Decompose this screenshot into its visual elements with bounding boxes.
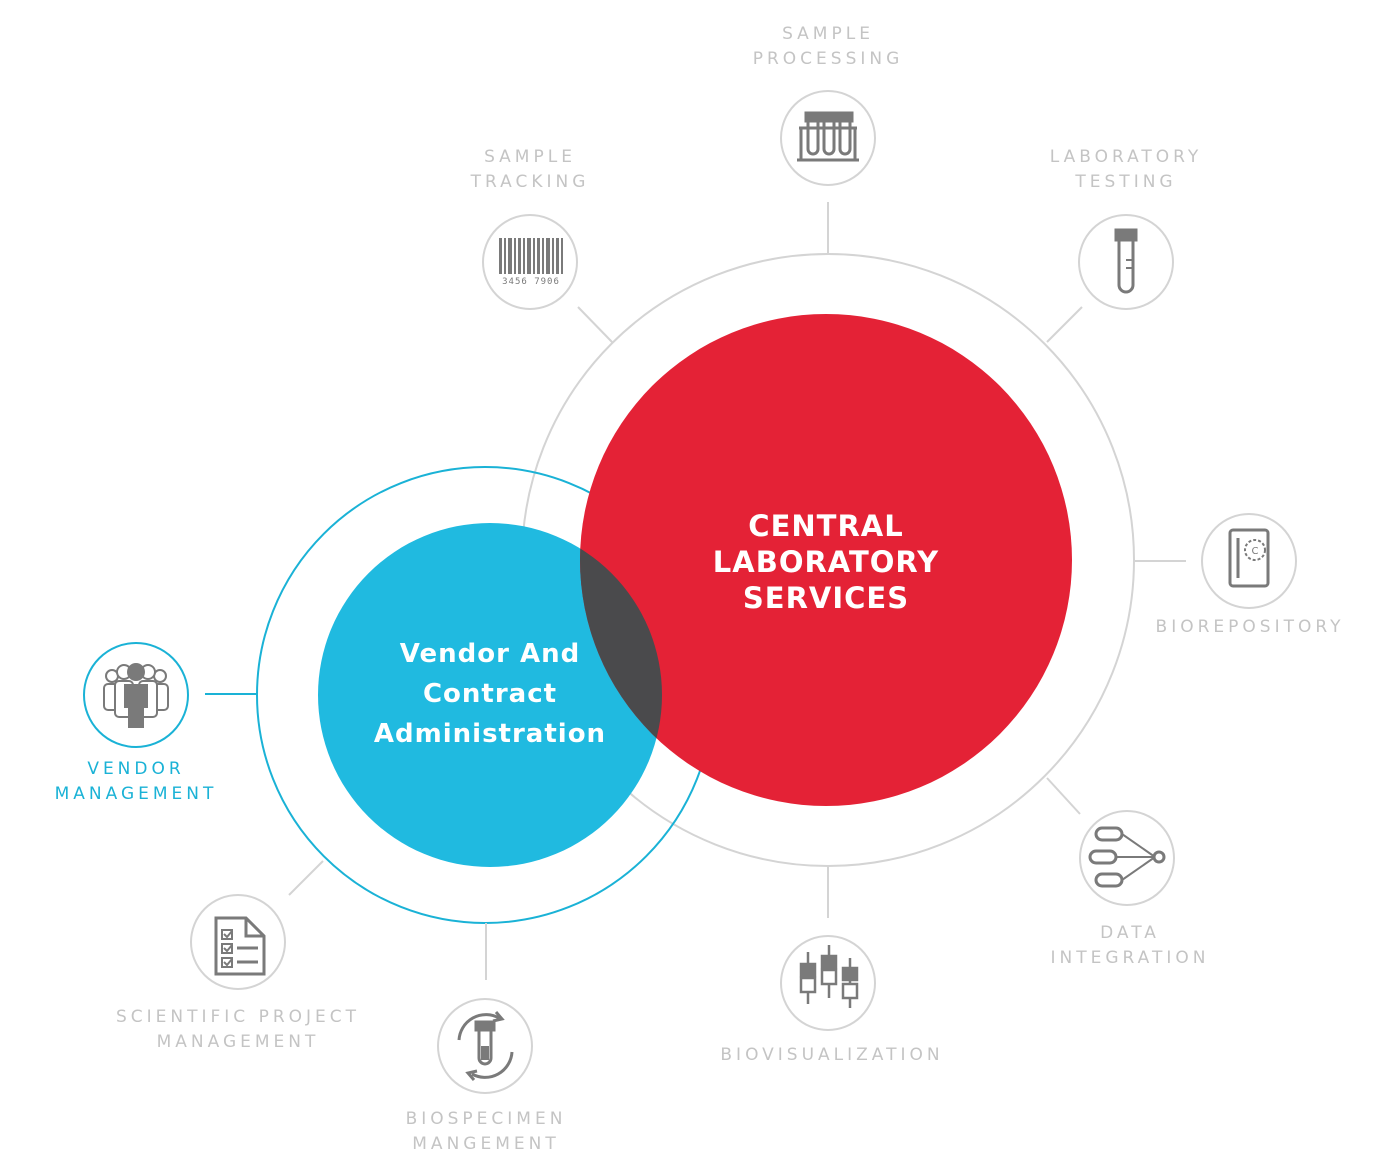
vendor-contract-title: Vendor And Contract Administration [373,639,607,749]
freezer-letter: C [1252,546,1259,557]
test-tube-icon [1114,228,1138,294]
barcode-icon: 3456 7906 [499,238,563,287]
barcode-number: 3456 7906 [502,277,560,287]
label-biorepository: BIOREPOSITORY [1155,617,1345,637]
central-lab-circle [580,314,1072,806]
data-merge-icon [1088,826,1166,888]
candlestick-icon [799,945,859,1008]
central-lab-title: CENTRAL LABORATORY SERVICES [712,509,940,615]
freezer-icon: C [1228,528,1270,588]
tube-cycle-icon [457,1011,514,1081]
checklist-icon [214,916,266,976]
test-tube-rack-icon [797,111,859,162]
people-group-icon [103,663,169,728]
vendor-contract-circle [318,523,662,867]
label-biovisualization: BIOVISUALIZATION [720,1045,944,1065]
connector-lines [205,202,1186,980]
